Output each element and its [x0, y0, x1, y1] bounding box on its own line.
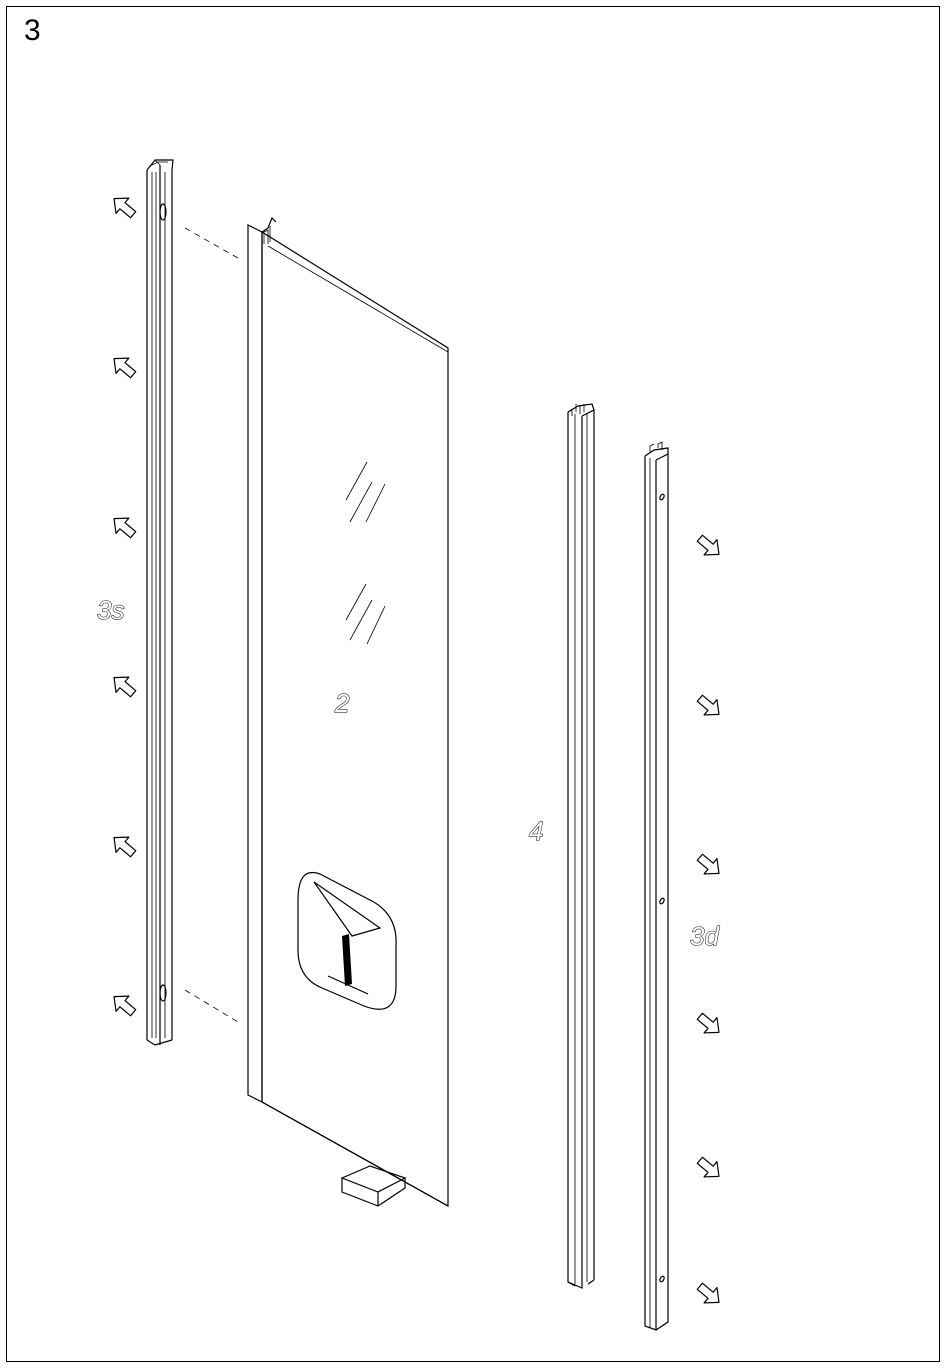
sliding-profile	[568, 404, 594, 1288]
push-arrow-icon	[693, 1279, 725, 1310]
glass-logo-icon	[298, 872, 396, 1009]
push-arrow-icon	[693, 691, 725, 722]
label-3d: 3d	[690, 921, 720, 951]
alignment-line-bottom	[185, 990, 238, 1022]
label-3s: 3s	[97, 595, 124, 625]
push-arrow-icon	[108, 830, 140, 861]
label-4: 4	[529, 816, 543, 846]
right-wall-profile	[645, 442, 668, 1330]
push-arrow-icon	[108, 191, 140, 222]
push-arrow-icon	[108, 351, 140, 382]
push-arrow-icon	[108, 511, 140, 542]
push-arrow-icon	[108, 989, 140, 1020]
push-arrow-icon	[693, 1009, 725, 1040]
label-2: 2	[334, 688, 350, 718]
push-arrow-icon	[693, 531, 725, 562]
left-wall-profile	[147, 160, 173, 1045]
push-arrow-icon	[693, 850, 725, 881]
push-arrow-icon	[693, 1153, 725, 1184]
push-arrow-icon	[108, 670, 140, 701]
alignment-line-top	[185, 228, 238, 258]
